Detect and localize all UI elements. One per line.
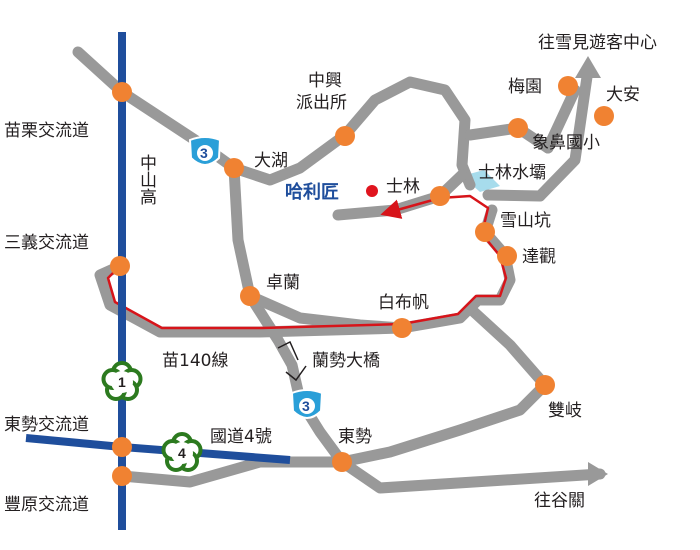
node-xueshankeng xyxy=(475,222,495,242)
node-zhuolan xyxy=(240,286,260,306)
provincial-4-shield: 4 xyxy=(161,432,203,472)
svg-text:1: 1 xyxy=(118,374,126,390)
node-daguan xyxy=(497,246,517,266)
label-lanshi-bridge: 蘭勢大橋 xyxy=(312,351,380,371)
label-daguan: 達觀 xyxy=(522,247,556,267)
road-to-xuejian xyxy=(534,64,594,202)
svg-text:4: 4 xyxy=(178,445,186,461)
route-line xyxy=(106,194,508,330)
label-meiyuan: 梅園 xyxy=(508,77,542,97)
label-xueshankeng: 雪山坑 xyxy=(500,211,551,231)
label-to-guguan: 往谷關 xyxy=(534,491,585,511)
node-zhongxing xyxy=(335,126,355,146)
node-xiangbi xyxy=(508,118,528,138)
label-dahu: 大湖 xyxy=(254,151,288,171)
label-sanyi-ic: 三義交流道 xyxy=(4,233,89,253)
destination-label: 哈利匠 xyxy=(285,181,339,203)
label-zhongshan-highway: 中山高 xyxy=(136,154,156,206)
road-dahu-zhongxing xyxy=(228,76,476,191)
svg-text:3: 3 xyxy=(302,398,310,414)
roads xyxy=(72,46,606,494)
road-dahu-zhuolan xyxy=(228,162,606,494)
node-dahu xyxy=(224,158,244,178)
label-miao140: 苗140線 xyxy=(162,351,228,371)
label-daan: 大安 xyxy=(606,85,640,105)
node-shilin xyxy=(430,186,450,206)
label-miaoli-ic: 苗栗交流道 xyxy=(4,121,89,141)
label-police-2: 派出所 xyxy=(296,93,347,113)
road-dongshi-fengyuan xyxy=(116,456,348,488)
road-shilin-west xyxy=(332,169,468,221)
destination-dot xyxy=(366,185,378,197)
label-dongshi: 東勢 xyxy=(338,427,372,447)
label-zhuolan: 卓蘭 xyxy=(266,273,300,293)
label-fengyuan-ic: 豐原交流道 xyxy=(4,495,89,515)
svg-text:3: 3 xyxy=(200,145,208,161)
label-shuangqi: 雙岐 xyxy=(548,401,582,421)
label-national4: 國道4號 xyxy=(210,427,272,447)
freeway-3-shield-bottom: 3 xyxy=(290,389,324,419)
node-dongshi-ic xyxy=(112,437,132,457)
nodes xyxy=(110,76,614,486)
arrow-to-xuejian xyxy=(575,56,601,78)
node-sanyi-ic xyxy=(110,256,130,276)
arrow-to-guguan xyxy=(588,462,608,486)
label-xiangbi-school: 象鼻國小 xyxy=(532,133,600,153)
road-to-meiyuan xyxy=(542,84,581,154)
node-miaoli-ic xyxy=(112,82,132,102)
node-meiyuan xyxy=(558,76,578,96)
node-daan xyxy=(594,106,614,126)
provincial-1-shield: 1 xyxy=(101,361,143,401)
label-to-xuejian: 往雪見遊客中心 xyxy=(538,33,657,53)
road-dam-daan xyxy=(482,189,546,202)
road-baibufan-shuangqi xyxy=(336,306,551,468)
label-shilin-dam: 士林水壩 xyxy=(478,163,546,183)
label-police-1: 中興 xyxy=(308,71,342,91)
bridge-marks xyxy=(277,340,307,382)
node-dongshi xyxy=(332,452,352,472)
label-dongshi-ic: 東勢交流道 xyxy=(4,415,89,435)
node-baibufan xyxy=(392,318,412,338)
label-shilin: 士林 xyxy=(386,177,420,197)
node-fengyuan-ic xyxy=(112,466,132,486)
node-shuangqi xyxy=(535,375,555,395)
freeway-3-shield-top: 3 xyxy=(188,136,222,166)
label-baibufan: 白布帆 xyxy=(378,293,429,313)
